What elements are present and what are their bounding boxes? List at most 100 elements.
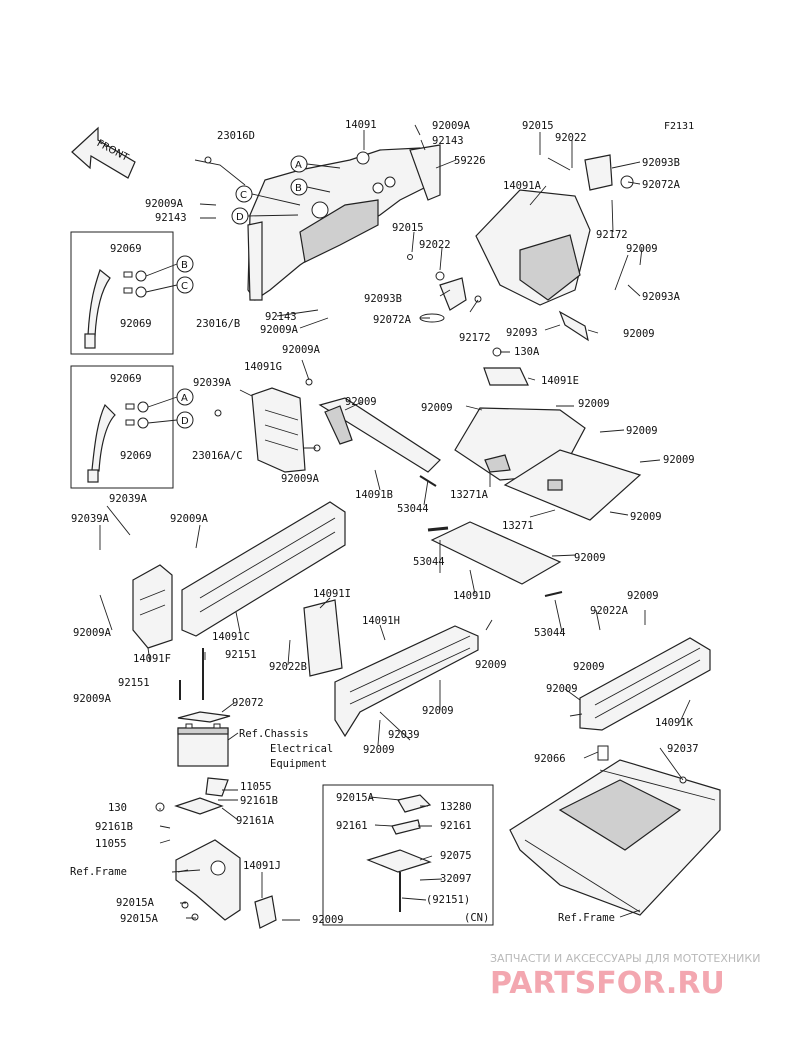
part-label: 92015A	[336, 792, 375, 804]
panel-14091f	[132, 564, 173, 649]
inset-23016ac	[70, 365, 174, 489]
panel-14091b	[318, 397, 441, 473]
part-label: 92072A	[373, 314, 412, 326]
side-panel-14091c	[181, 501, 346, 637]
callout-d-inset: D	[176, 411, 194, 429]
floor-panel-14091a	[475, 154, 634, 306]
part-label: 14091E	[541, 375, 579, 387]
part-label: 14091	[345, 119, 377, 131]
callout-c-top: C	[235, 185, 253, 203]
part-labels: 14091 23016D 92009A 92143 59226 92015 92…	[71, 119, 699, 926]
part-label: 14091H	[362, 615, 400, 627]
part-label: 14091G	[244, 361, 282, 373]
part-label: 23016/B	[196, 318, 240, 330]
part-label: 92009	[345, 396, 377, 408]
inset-cn	[322, 784, 494, 926]
part-label: 53044	[397, 503, 429, 515]
part-label: 130	[108, 802, 127, 814]
part-label: 14091F	[133, 653, 171, 665]
part-label: 92022A	[590, 605, 629, 617]
part-label: 23016D	[217, 130, 255, 142]
svg-text:A: A	[181, 393, 188, 404]
part-label: 92009	[626, 243, 658, 255]
callout-a-top: A	[290, 155, 308, 173]
ref-chassis-label: Ref.Chassis	[239, 728, 309, 740]
panel-13271	[503, 449, 642, 521]
part-label: 92009	[546, 683, 578, 695]
part-label: 92143	[265, 311, 297, 323]
part-label: 92015	[392, 222, 424, 234]
part-label: 92161	[336, 820, 368, 832]
side-panel-14091h	[334, 625, 479, 738]
part-label: 92069	[110, 373, 142, 385]
svg-text:C: C	[240, 190, 247, 201]
callout-a-inset: A	[176, 388, 194, 406]
part-label: 92009	[574, 552, 606, 564]
ref-frame-left-label: Ref.Frame	[70, 866, 127, 878]
front-arrow: FRONT	[71, 126, 136, 179]
part-label: 92022	[555, 132, 587, 144]
part-label: 92009	[578, 398, 610, 410]
part-label: 14091I	[313, 588, 351, 600]
part-label: 92009A	[432, 120, 471, 132]
part-label: 14091K	[655, 717, 694, 729]
part-label: 92066	[534, 753, 566, 765]
part-label: 14091C	[212, 631, 250, 643]
battery-tray	[155, 802, 277, 929]
part-label: 92015	[522, 120, 554, 132]
part-label: 92072A	[642, 179, 681, 191]
part-label: 92093	[506, 327, 538, 339]
equipment-label: Equipment	[270, 758, 327, 770]
part-label: 53044	[413, 556, 445, 568]
part-label: 92009	[627, 590, 659, 602]
svg-text:D: D	[236, 212, 244, 223]
svg-text:A: A	[295, 160, 302, 171]
part-label: 92009	[475, 659, 507, 671]
part-label: 92161A	[236, 815, 275, 827]
panel-14091e	[483, 347, 529, 386]
part-label: 92151	[225, 649, 257, 661]
callout-d-top: D	[231, 207, 249, 225]
part-label: 92037	[667, 743, 699, 755]
part-label: 92009	[421, 402, 453, 414]
part-label: 92093B	[364, 293, 402, 305]
part-label: 92009	[663, 454, 695, 466]
part-label: 130A	[514, 346, 540, 358]
part-label: 92143	[155, 212, 187, 224]
battery	[177, 723, 229, 767]
part-label: 92009A	[282, 344, 321, 356]
callout-b-top: B	[290, 178, 308, 196]
watermark-brand: PARTSFOR.RU	[490, 966, 725, 1001]
svg-text:D: D	[181, 416, 189, 427]
part-label: 11055	[240, 781, 272, 793]
part-label: 92009A	[73, 693, 112, 705]
part-label: 92039	[388, 729, 420, 741]
part-label: 53044	[534, 627, 566, 639]
battery-strap-92072	[177, 711, 231, 723]
part-label: 92151	[118, 677, 150, 689]
part-label: 14091A	[503, 180, 542, 192]
part-label: 11055	[95, 838, 127, 850]
part-label: 92161B	[240, 795, 278, 807]
part-label: 92022	[419, 239, 451, 251]
inset-23016b	[70, 231, 174, 355]
part-label: 92009	[630, 511, 662, 523]
part-label: 92075	[440, 850, 472, 862]
inset-labels: Ref.Chassis Electrical Equipment Ref.Fra…	[70, 728, 615, 924]
panel-14091g	[214, 378, 321, 473]
part-label: 13271	[502, 520, 534, 532]
part-label: 14091B	[355, 489, 393, 501]
part-label: 92009	[312, 914, 344, 926]
part-label: 92161B	[95, 821, 133, 833]
part-label: 92009A	[260, 324, 299, 336]
svg-text:B: B	[181, 260, 188, 271]
watermark-tagline: ЗАПЧАСТИ И АКСЕССУАРЫ ДЛЯ МОТОТЕХНИКИ	[490, 952, 760, 965]
panel-14091d	[430, 521, 562, 585]
part-label: 14091D	[453, 590, 491, 602]
diagram-code: F2131	[664, 121, 694, 132]
part-label: 92069	[120, 318, 152, 330]
part-label: 92039A	[193, 377, 232, 389]
callout-b-inset: B	[176, 255, 194, 273]
part-label: 92009	[623, 328, 655, 340]
